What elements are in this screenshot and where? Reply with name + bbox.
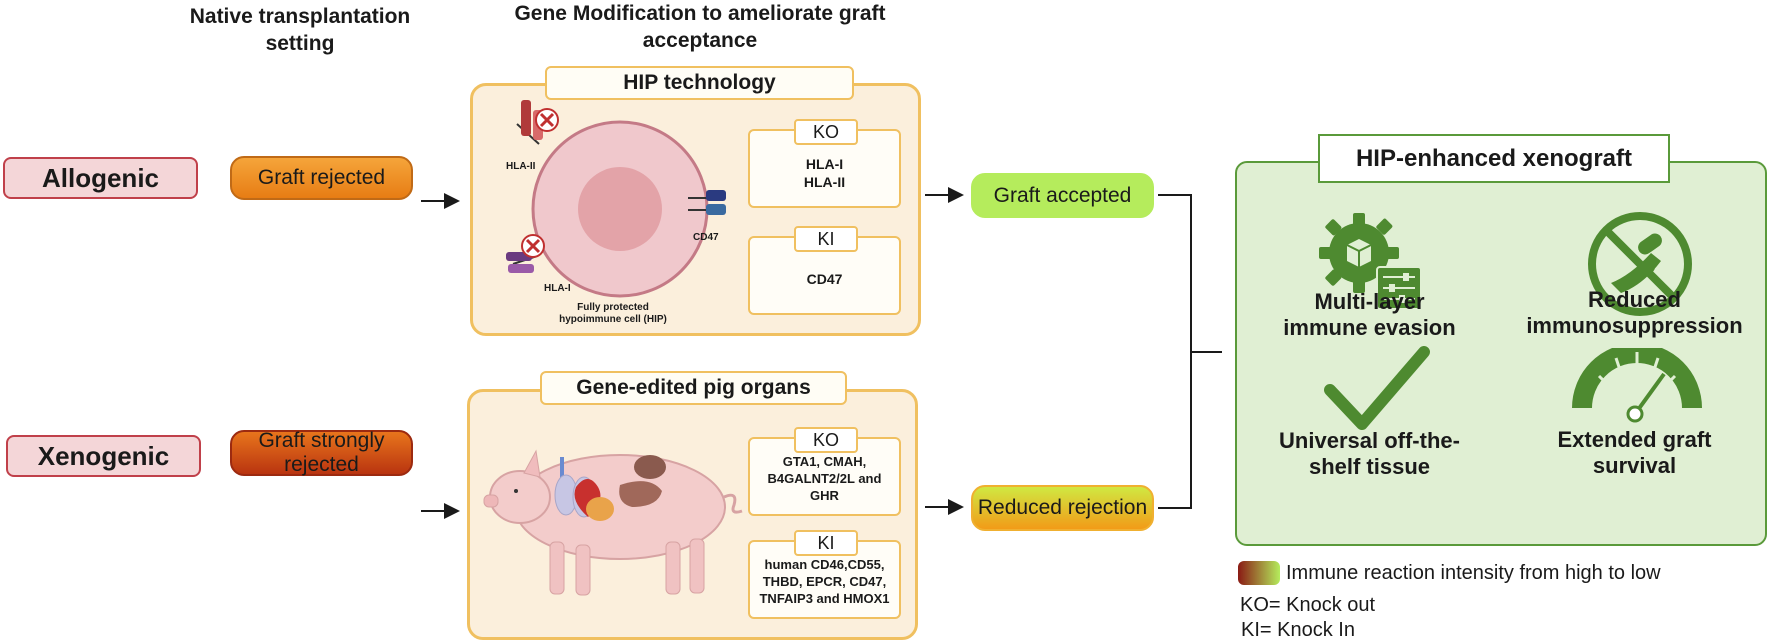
hip-ki-tag: KI <box>794 226 858 252</box>
pig-ko-box: KO GTA1, CMAH, B4GALNT2/2L and GHR <box>748 427 901 516</box>
bracket-merge <box>1158 194 1192 509</box>
pig-ki-text: human CD46,CD55, THBD, EPCR, CD47, TNFAI… <box>759 557 890 606</box>
header-gene-modification: Gene Modification to ameliorate graft ac… <box>514 2 886 52</box>
hip-technology-panel: HLA-II HLA-I CD47 Fully protected hypoim… <box>470 83 921 336</box>
row-label-xenogenic: Xenogenic <box>6 435 201 477</box>
legend-ki-label: KI= Knock In <box>1241 619 1355 641</box>
benefit-reduced-immunosuppression: Reduced immunosuppression <box>1526 287 1743 338</box>
hla2-receptor-icon <box>516 100 559 145</box>
cd47-receptor-icon <box>688 190 726 215</box>
hip-ko-box: KO HLA-I HLA-II <box>748 119 901 208</box>
hip-cell-illustration <box>506 100 726 298</box>
row-label-allogenic: Allogenic <box>3 157 198 199</box>
pig-illustration <box>483 449 743 596</box>
hip-cell-caption: Fully protected hypoimmune cell (HIP) <box>559 302 667 325</box>
no-pills-icon <box>1588 212 1692 316</box>
graft-accepted-pill: Graft accepted <box>971 173 1154 218</box>
gear-sliders-icon <box>1319 213 1422 310</box>
hip-enhanced-xenograft-title: HIP-enhanced xenograft <box>1318 134 1670 183</box>
legend-gradient-label: Immune reaction intensity from high to l… <box>1286 562 1661 584</box>
benefit-universal-off-the-shelf-tissue: Universal off-the- shelf tissue <box>1279 428 1460 479</box>
graft-rejected-pill: Graft rejected <box>230 156 413 200</box>
header-native-setting: Native transplantation setting <box>189 5 411 55</box>
hip-technology-title: HIP technology <box>545 66 854 100</box>
hip-enhanced-xenograft-panel: Multi-layer immune evasion Reduced immun… <box>1235 161 1767 546</box>
legend-ko-label: KO= Knock out <box>1240 594 1376 616</box>
graft-strongly-rejected-pill: Graft strongly rejected <box>230 429 413 476</box>
hip-ki-text: CD47 <box>806 271 843 287</box>
cd47-label: CD47 <box>693 232 719 243</box>
pig-ki-tag: KI <box>794 530 858 556</box>
pig-ko-tag: KO <box>794 427 858 453</box>
hip-ko-text: HLA-I HLA-II <box>803 156 846 190</box>
hla1-label: HLA-I <box>544 283 571 294</box>
hip-ko-tag: KO <box>794 119 858 145</box>
reduced-rejection-pill: Reduced rejection <box>971 485 1154 531</box>
legend-gradient-swatch <box>1238 561 1280 585</box>
pig-ki-box: KI human CD46,CD55, THBD, EPCR, CD47, TN… <box>748 530 901 619</box>
pig-ko-text: GTA1, CMAH, B4GALNT2/2L and GHR <box>767 454 882 503</box>
gauge-icon <box>1572 348 1702 423</box>
pig-organs-panel: KO GTA1, CMAH, B4GALNT2/2L and GHR KI hu… <box>467 389 918 640</box>
hla2-label: HLA-II <box>506 161 536 172</box>
hip-ki-box: KI CD47 <box>748 226 901 315</box>
checkmark-icon <box>1324 346 1430 430</box>
hla1-receptor-icon <box>506 234 545 273</box>
pig-organs-title: Gene-edited pig organs <box>540 371 847 405</box>
benefit-multi-layer-immune-evasion: Multi-layer immune evasion <box>1283 289 1456 340</box>
benefit-extended-graft-survival: Extended graft survival <box>1557 427 1712 478</box>
